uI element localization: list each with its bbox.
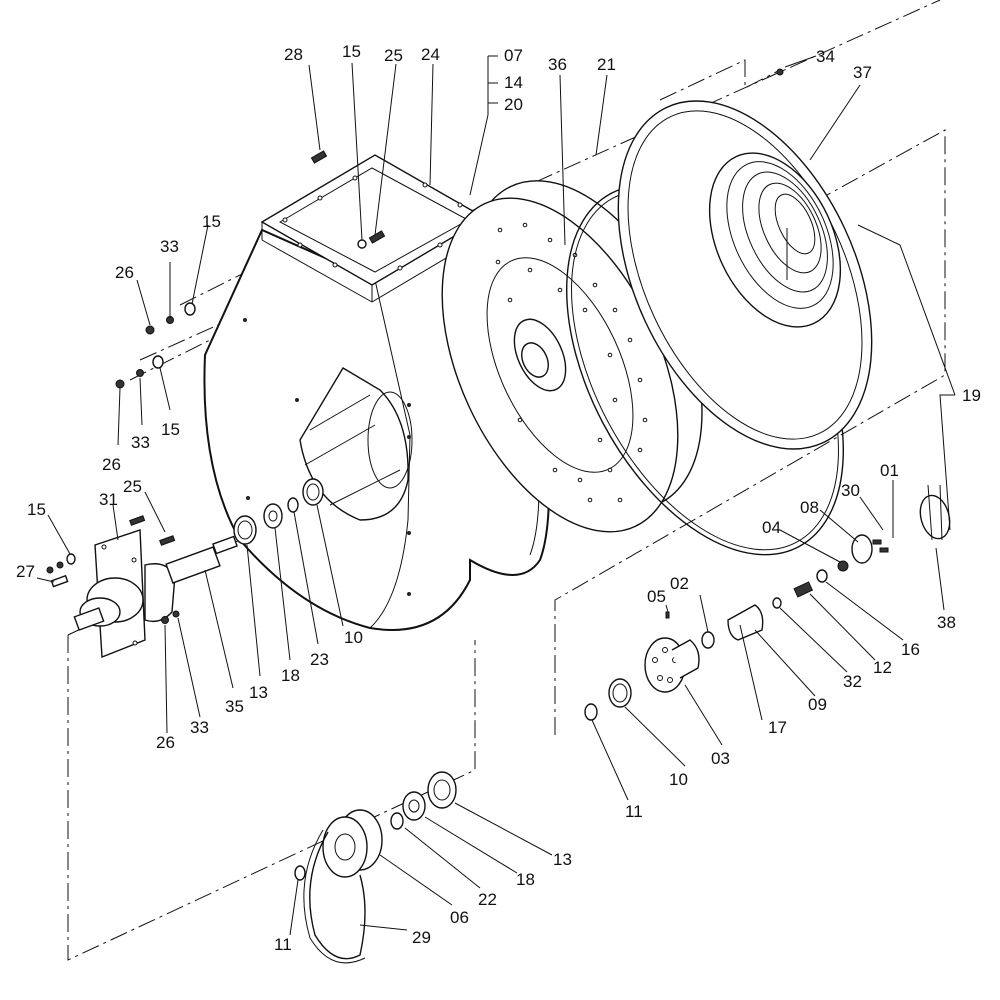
shaft-bearings	[233, 478, 324, 545]
bolt-axis-line	[179, 244, 301, 306]
callout-23: 23	[310, 650, 329, 669]
callout-10: 10	[669, 770, 688, 789]
callout-26: 26	[102, 455, 121, 474]
callout-14: 14	[504, 73, 523, 92]
callout-15: 15	[27, 500, 46, 519]
leader-lines	[36, 55, 956, 936]
callout-31: 31	[99, 490, 118, 509]
callout-19: 19	[962, 386, 981, 405]
impeller-holes	[495, 222, 648, 503]
impeller	[441, 180, 703, 533]
callout-22: 22	[478, 890, 497, 909]
callout-18: 18	[516, 870, 535, 889]
callout-06: 06	[450, 908, 469, 927]
callout-11: 11	[274, 935, 292, 954]
callout-11: 11	[625, 802, 643, 821]
callout-03: 03	[711, 749, 730, 768]
callout-15: 15	[161, 420, 180, 439]
callout-15: 15	[202, 212, 221, 231]
callout-36: 36	[548, 55, 567, 74]
callout-27: 27	[16, 562, 35, 581]
callout-labels: 28 15 25 24 07 14 20 36 21 34 37 26 33 1…	[16, 42, 981, 954]
callout-10: 10	[344, 628, 363, 647]
callout-21: 21	[597, 55, 616, 74]
callout-09: 09	[808, 695, 827, 714]
callout-02: 02	[670, 574, 689, 593]
inlet-cone-plate	[617, 100, 873, 450]
pulley-group	[294, 771, 457, 964]
callout-33: 33	[160, 237, 179, 256]
callout-25: 25	[384, 46, 403, 65]
callout-05: 05	[647, 587, 666, 606]
bearing-housing	[46, 515, 238, 659]
bolt-axis-line-2	[129, 319, 251, 381]
callout-33: 33	[190, 718, 209, 737]
callout-34: 34	[816, 47, 835, 66]
callout-29: 29	[412, 928, 431, 947]
callout-32: 32	[843, 672, 862, 691]
bolt34-axis	[659, 59, 781, 101]
upper-axis-line	[139, 0, 941, 361]
callout-37: 37	[853, 63, 872, 82]
callout-13: 13	[553, 850, 572, 869]
callout-08: 08	[800, 498, 819, 517]
callout-30: 30	[841, 481, 860, 500]
callout-04: 04	[762, 518, 781, 537]
callout-12: 12	[873, 658, 892, 677]
callout-20: 20	[504, 95, 523, 114]
callout-33: 33	[131, 433, 150, 452]
callout-01: 01	[880, 461, 899, 480]
callout-16: 16	[901, 640, 920, 659]
callout-17: 17	[768, 718, 787, 737]
callout-38: 38	[937, 613, 956, 632]
callout-24: 24	[421, 45, 440, 64]
callout-28: 28	[284, 45, 303, 64]
callout-18: 18	[281, 666, 300, 685]
hardware-left	[115, 302, 196, 389]
drive-side-group	[584, 484, 951, 721]
callout-15: 15	[342, 42, 361, 61]
callout-07: 07	[504, 46, 523, 65]
callout-13: 13	[249, 683, 268, 702]
callout-35: 35	[225, 697, 244, 716]
bolt-34	[776, 68, 784, 76]
callout-25: 25	[123, 477, 142, 496]
callout-26: 26	[156, 733, 175, 752]
callout-26: 26	[115, 263, 134, 282]
pulley-group-outline	[67, 635, 476, 961]
